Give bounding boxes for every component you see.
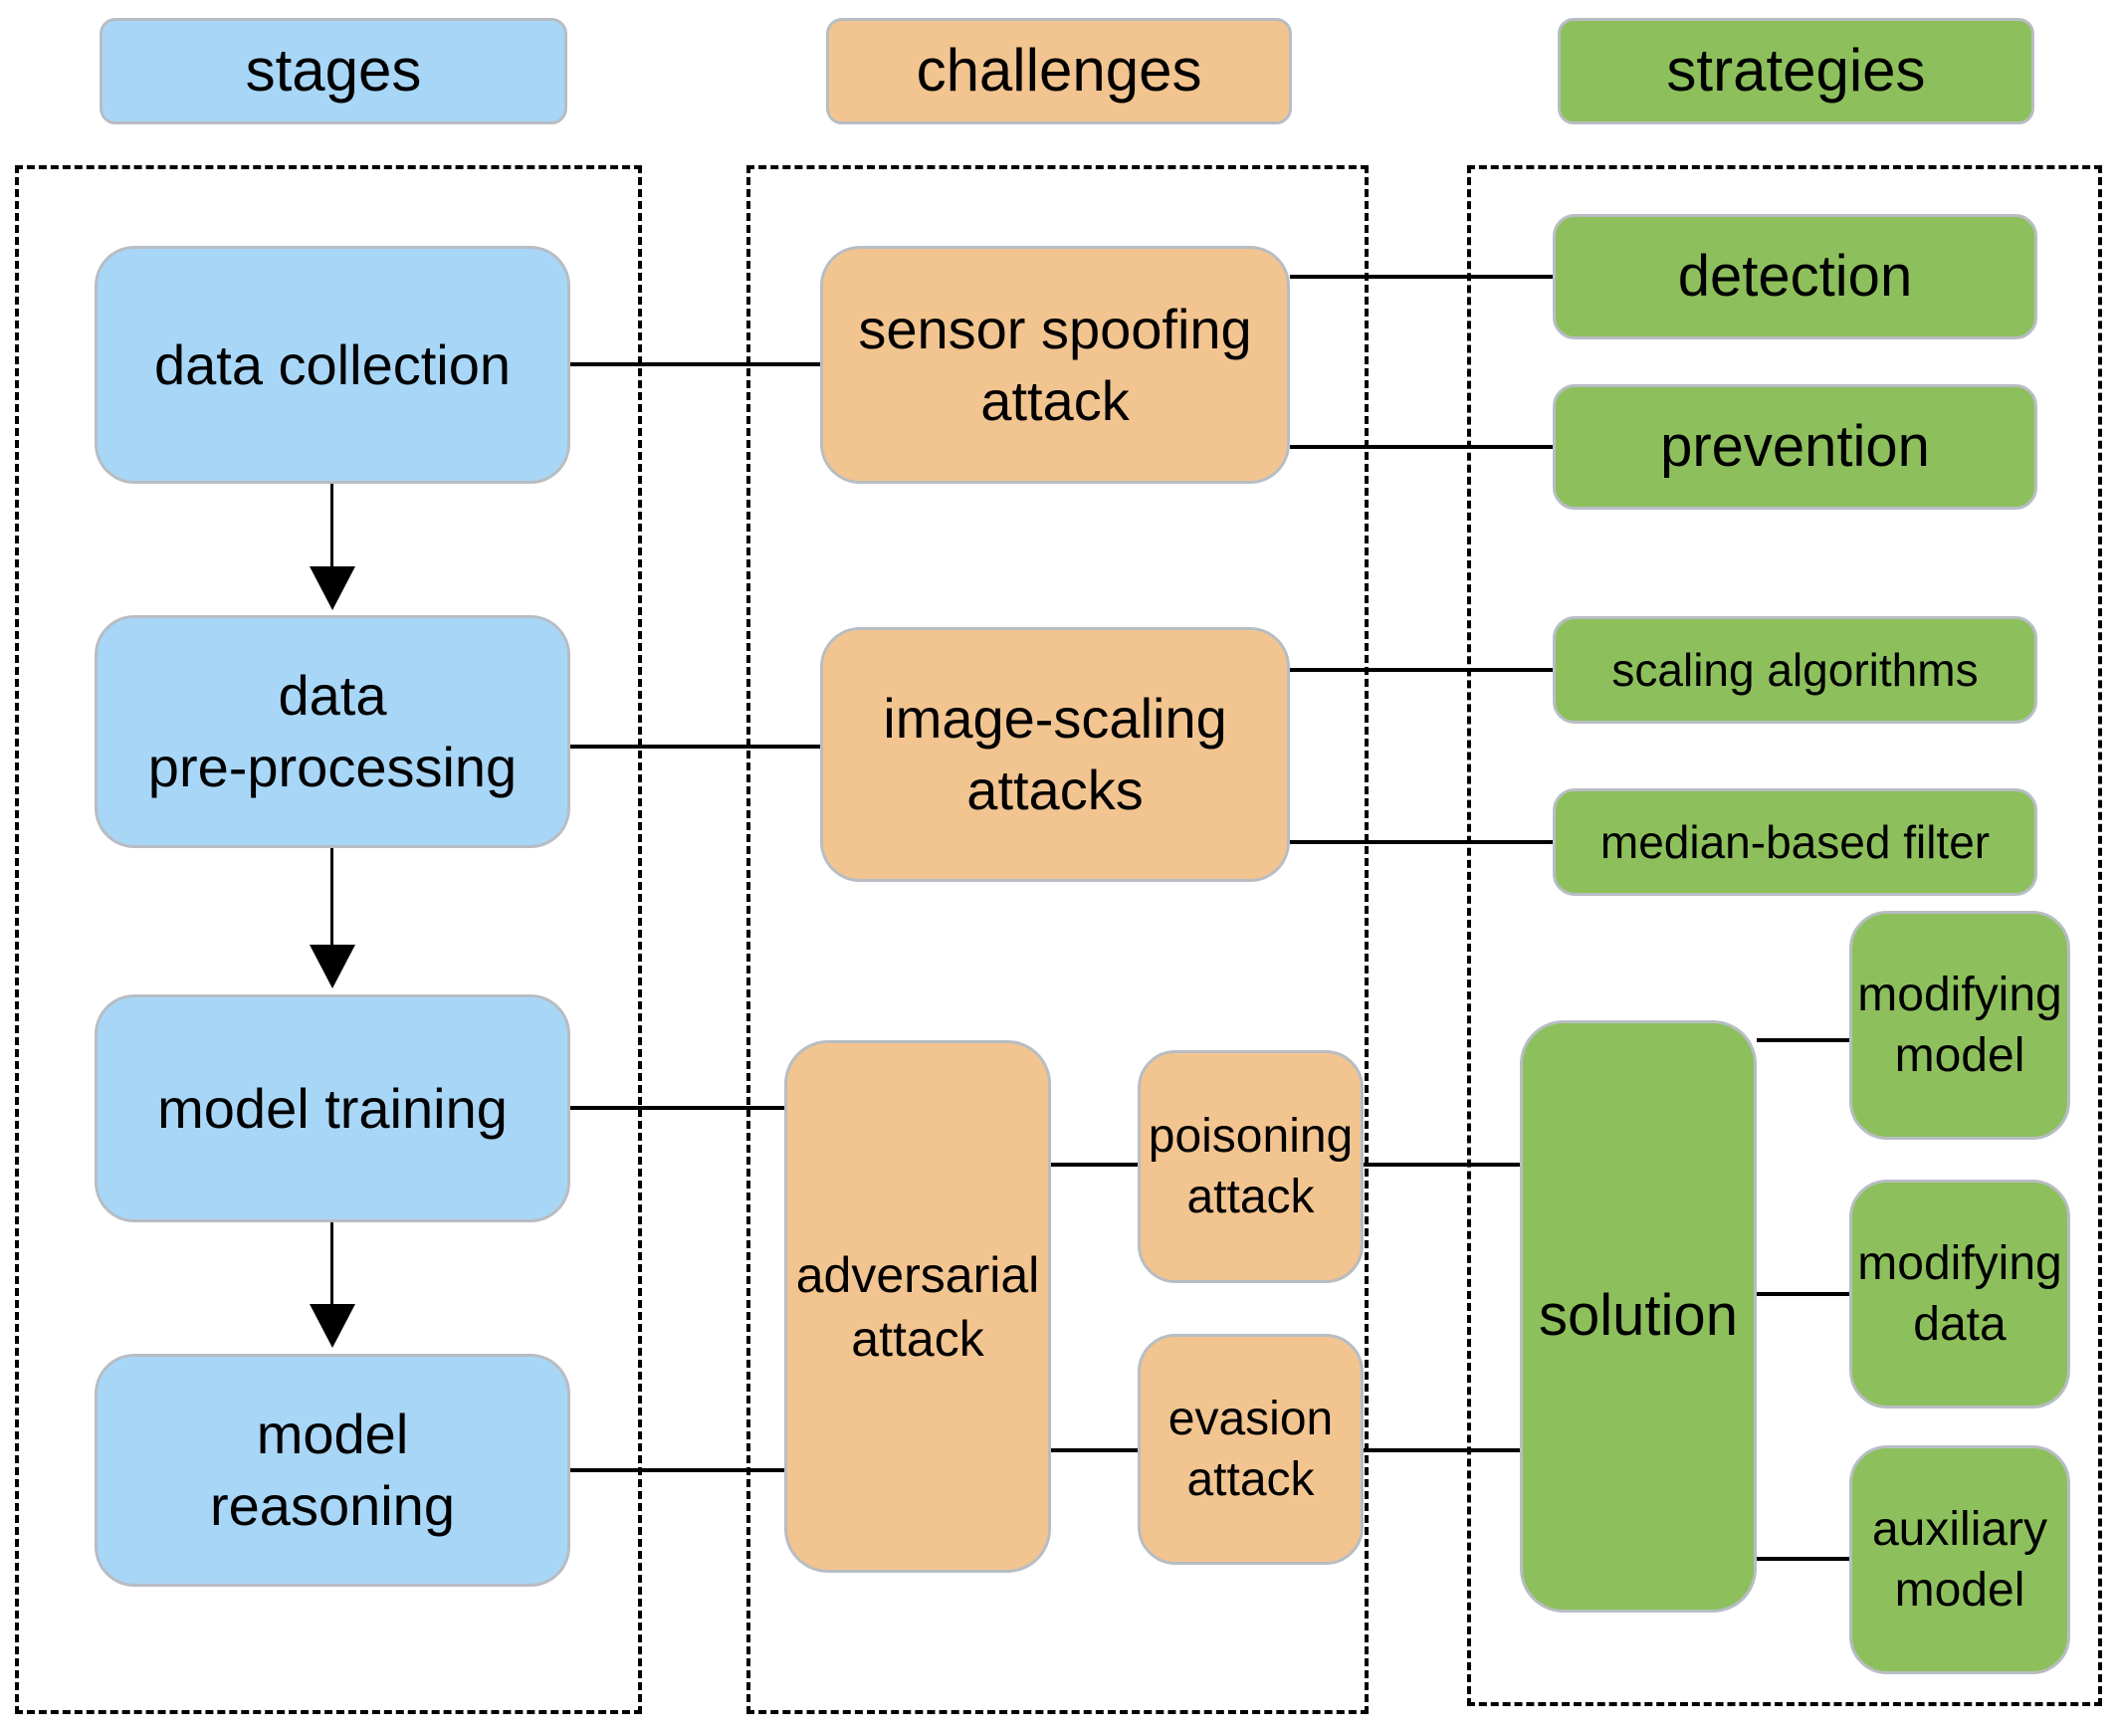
node-image-scaling-attacks: image-scaling attacks [820,627,1290,882]
down-arrow-3-icon [310,1304,355,1348]
connector-sensor-spoofing-detection [1290,275,1553,279]
connector-sensor-spoofing-prevention [1290,445,1553,449]
node-model-training: model training [95,994,570,1222]
connector-solution-modifying-model [1757,1038,1849,1042]
connector-evasion-solution [1364,1448,1520,1452]
node-sensor-spoofing-attack: sensor spoofing attack [820,246,1290,484]
connector-image-scaling-scaling-algorithms [1290,668,1553,672]
connector-data-collection-sensor-spoofing [570,362,820,366]
connector-poisoning-solution [1364,1163,1520,1167]
node-model-reasoning: model reasoning [95,1354,570,1587]
node-evasion-attack: evasion attack [1138,1334,1364,1565]
node-prevention: prevention [1553,384,2037,510]
down-arrow-2-icon [310,945,355,988]
challenges-group-container [746,165,1369,1714]
flow-arrow-1-shaft [330,484,333,568]
node-poisoning-attack: poisoning attack [1138,1050,1364,1283]
node-modifying-data: modifying data [1849,1180,2070,1409]
header-strategies: strategies [1558,18,2034,124]
node-detection: detection [1553,214,2037,339]
node-modifying-model: modifying model [1849,911,2070,1140]
connector-preprocessing-image-scaling [570,745,820,749]
connector-solution-modifying-data [1757,1292,1849,1296]
connector-image-scaling-median-filter [1290,840,1553,844]
connector-model-reasoning-adversarial [570,1468,784,1472]
node-median-based-filter: median-based filter [1553,788,2037,896]
node-solution: solution [1520,1020,1757,1613]
node-data-collection: data collection [95,246,570,484]
down-arrow-1-icon [310,566,355,610]
node-auxiliary-model: auxiliary model [1849,1445,2070,1674]
header-stages: stages [100,18,567,124]
connector-solution-auxiliary-model [1757,1557,1849,1561]
flow-arrow-3-shaft [330,1222,333,1306]
stages-group-container [15,165,642,1714]
node-adversarial-attack: adversarial attack [784,1040,1051,1573]
connector-model-training-adversarial [570,1106,784,1110]
connector-adversarial-evasion [1051,1448,1138,1452]
node-scaling-algorithms: scaling algorithms [1553,616,2037,724]
header-challenges: challenges [826,18,1292,124]
connector-adversarial-poisoning [1051,1163,1138,1167]
node-data-preprocessing: data pre-processing [95,615,570,848]
flow-arrow-2-shaft [330,848,333,947]
strategies-group-container [1467,165,2102,1706]
